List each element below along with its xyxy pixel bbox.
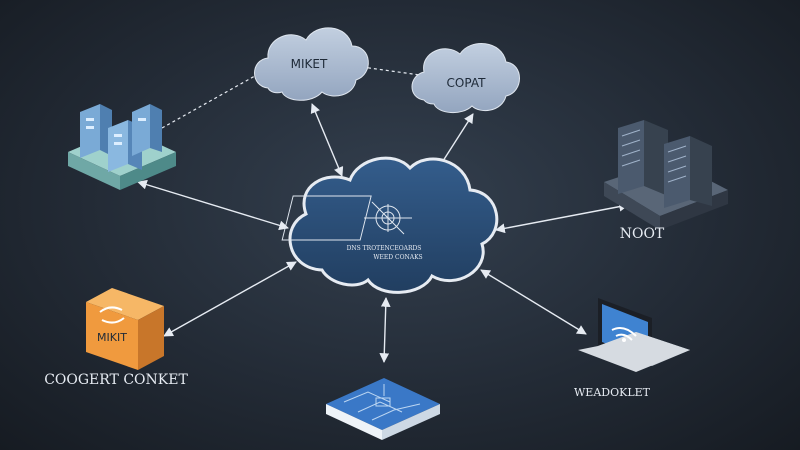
circuit-board (326, 378, 440, 440)
cloud-center: DNS TROTENCEOARDS WEED CONAKS (281, 156, 499, 294)
cloud-icon (411, 43, 520, 113)
laptop: WEADOKLET (574, 298, 690, 399)
cloud-top-left: MIKET (254, 27, 369, 101)
connection-arrows (137, 103, 629, 363)
cloud-top-right-label: COPAT (447, 76, 487, 90)
server-rack-icon (604, 120, 728, 230)
arrow-center-to-server-rack (495, 201, 629, 234)
laptop-wifi-icon (578, 298, 690, 372)
server-rack-label: NOOT (620, 226, 665, 242)
server-rack: NOOT (604, 120, 728, 242)
blueprint-icon (281, 195, 412, 241)
arrow-center-to-top-left-cloud (310, 103, 344, 177)
laptop-caption: WEADOKLET (574, 386, 651, 399)
data-center (68, 104, 176, 190)
dashed-links (161, 66, 421, 129)
center-cloud-line2: WEED CONAKS (373, 254, 422, 261)
cloud-icon (288, 156, 499, 294)
cloud-icon (254, 27, 369, 101)
cloud-top-right: COPAT (411, 43, 520, 113)
package-box-face-label: MIKIT (97, 331, 127, 344)
arrow-center-to-laptop (480, 269, 587, 335)
package-box-caption: COOGERT CONKET (44, 372, 188, 388)
arrow-center-to-circuit-board (379, 297, 391, 363)
arrow-center-to-data-center (137, 179, 289, 231)
package-box-icon (86, 288, 164, 370)
circuit-board-icon (326, 378, 440, 440)
cloud-top-left-label: MIKET (291, 57, 328, 71)
arrow-center-to-package-box (163, 261, 297, 337)
package-box: MIKIT COOGERT CONKET (44, 288, 188, 388)
data-center-icon (68, 104, 176, 190)
center-cloud-line1: DNS TROTENCEOARDS (347, 245, 422, 252)
